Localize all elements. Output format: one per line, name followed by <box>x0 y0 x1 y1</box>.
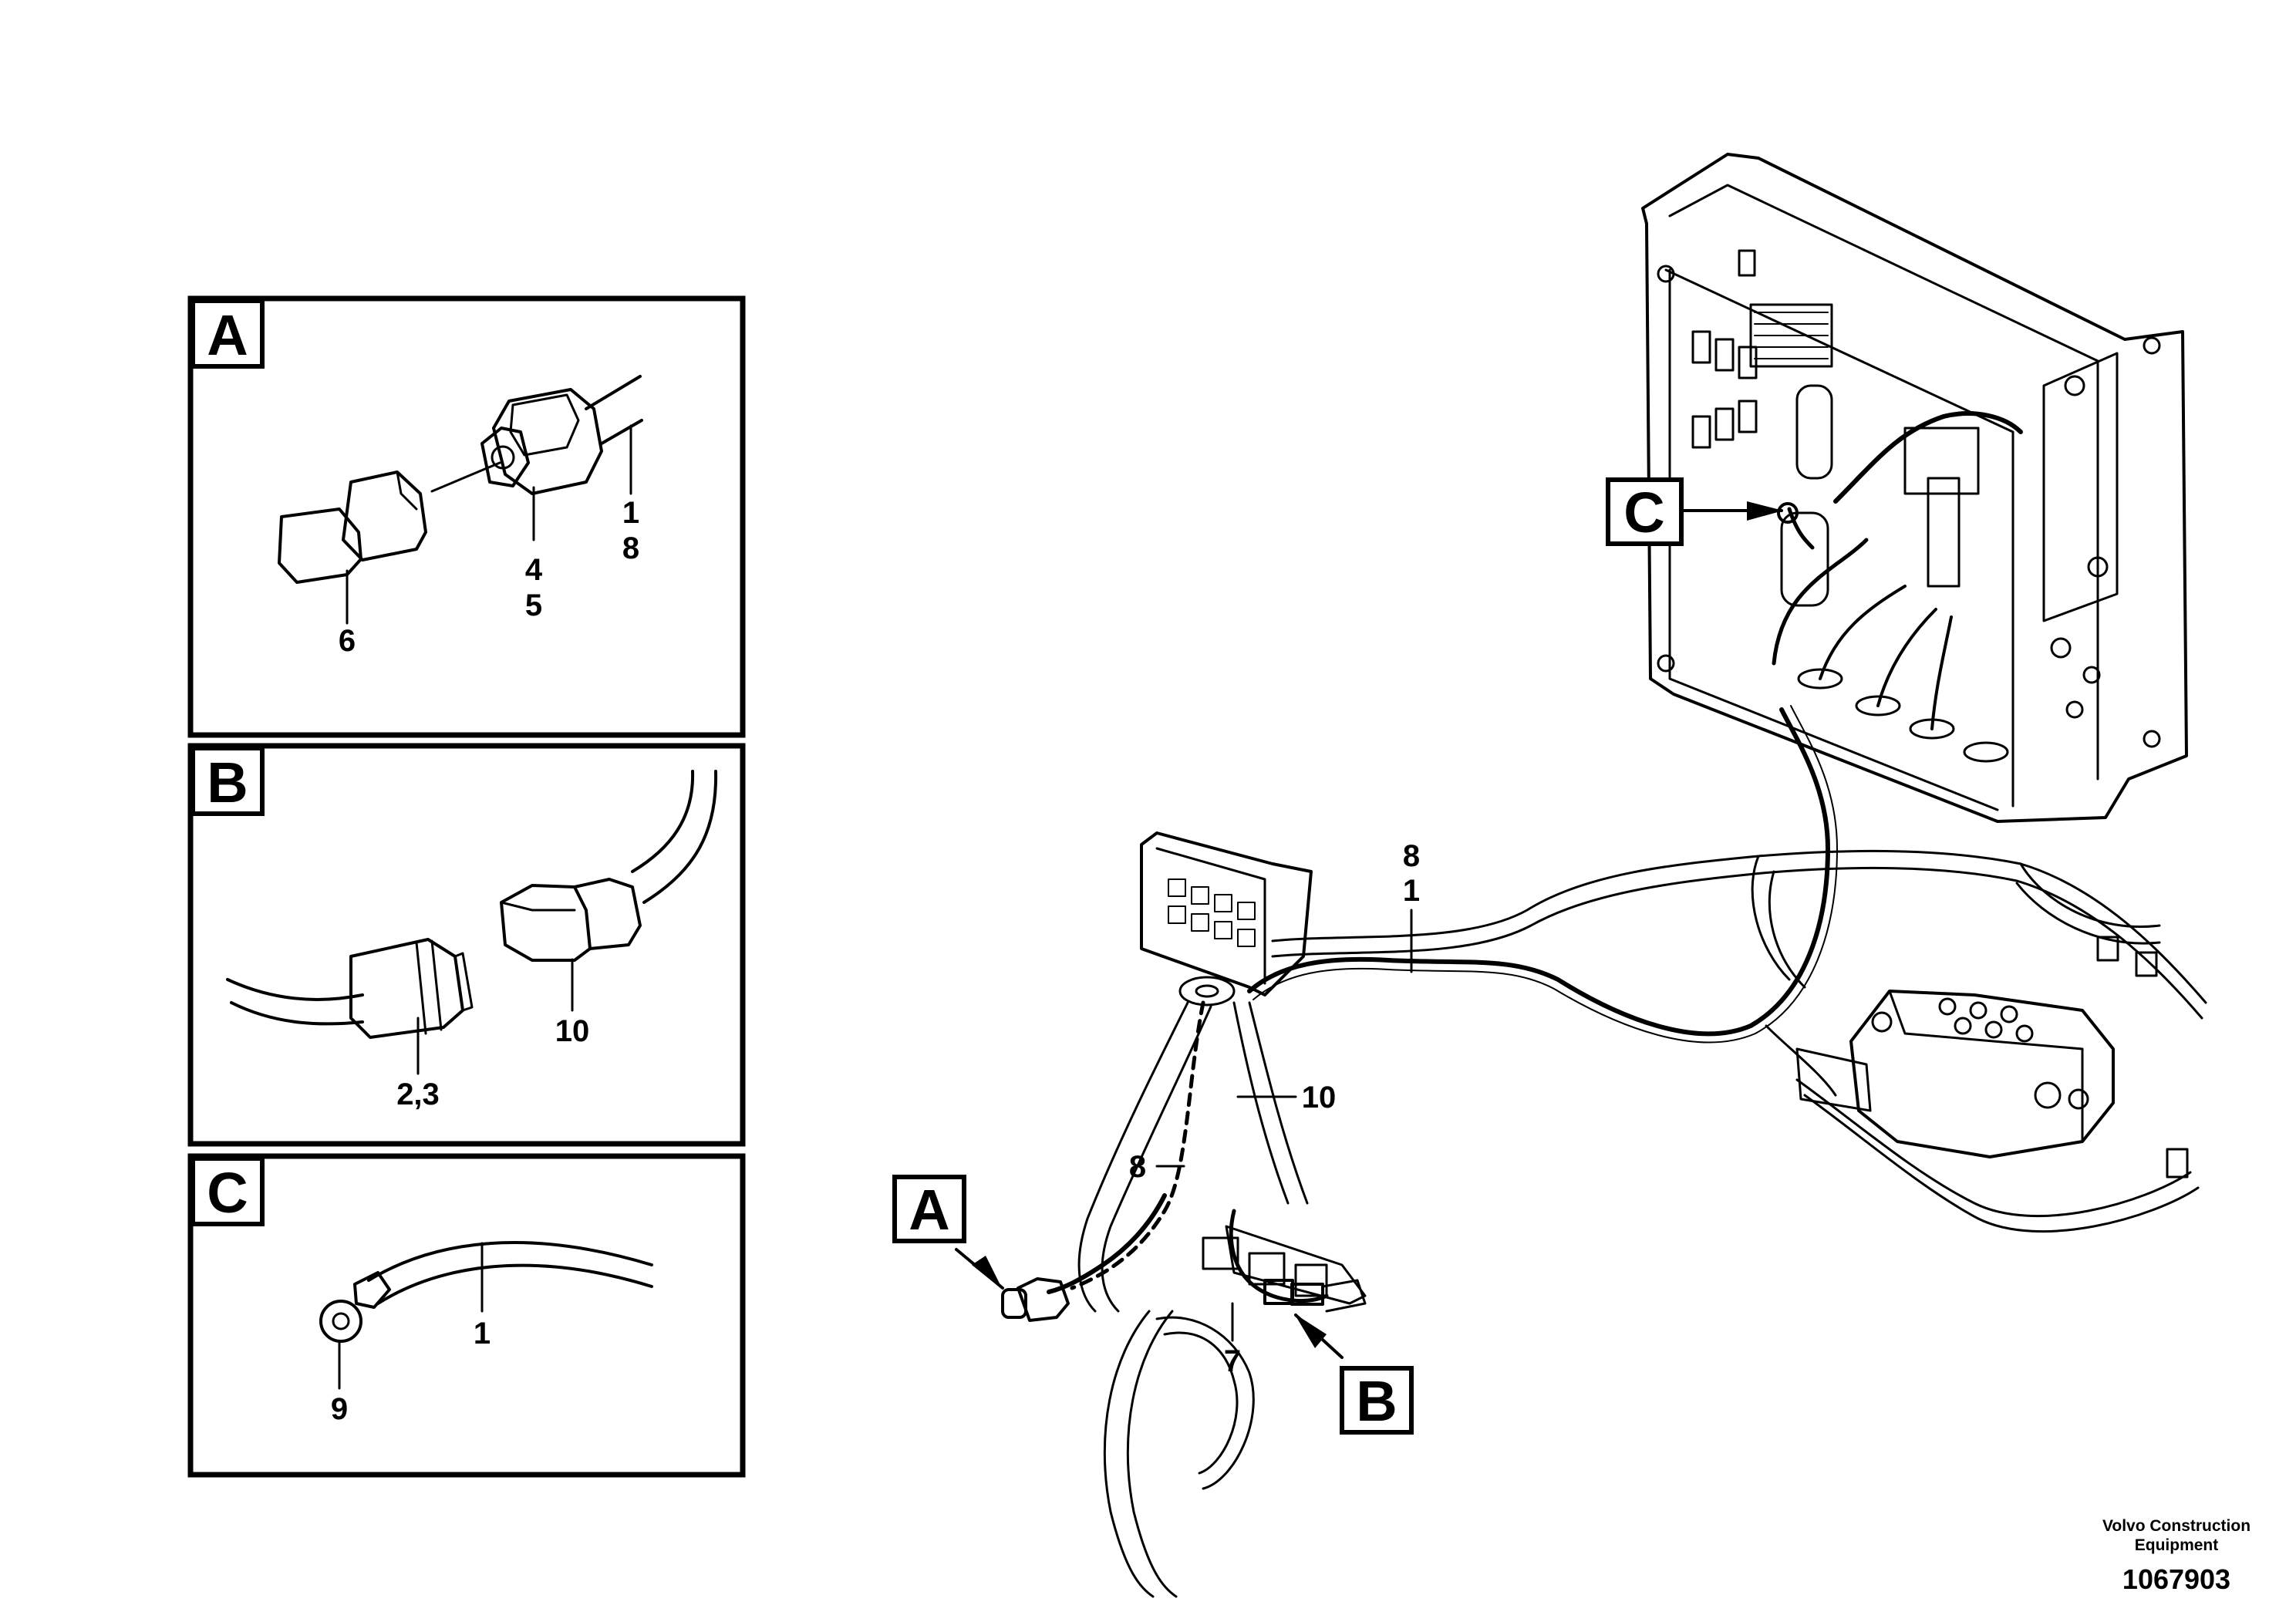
detail-c-frame <box>187 1153 746 1478</box>
detail-a-frame <box>187 295 746 738</box>
callout-main-1: 1 <box>1403 874 1420 908</box>
callout-b-2-3: 2,3 <box>396 1077 440 1111</box>
detail-b-frame <box>187 743 746 1147</box>
detail-a-plug-connector <box>278 470 427 584</box>
marker-a: A <box>892 1175 1004 1290</box>
detail-panel-a: A 1 8 4 5 6 <box>187 295 746 738</box>
callout-main-10: 10 <box>1302 1081 1337 1114</box>
callout-c-1: 1 <box>474 1317 491 1351</box>
relay-box <box>1140 831 1313 1007</box>
detail-b-left-connector <box>349 938 474 1039</box>
callout-a-8: 8 <box>622 531 639 565</box>
detail-a-socket-connector <box>480 388 603 495</box>
detail-c-crimp <box>353 1271 391 1309</box>
main-connector-b <box>1263 1279 1367 1313</box>
valve-connector-3 <box>2166 1148 2189 1179</box>
detail-c-tag: C <box>207 1161 248 1225</box>
marker-a-label: A <box>909 1178 949 1242</box>
callout-a-4: 4 <box>525 553 543 587</box>
detail-c-tag-box <box>190 1156 265 1226</box>
valve-connector-1 <box>2096 936 2119 962</box>
detail-a-alignment-line <box>430 461 501 493</box>
cable-7-route <box>1229 1209 1329 1303</box>
main-view: 8 1 10 8 7 A B C <box>892 153 2207 1598</box>
marker-b: B <box>1294 1313 1414 1435</box>
electrical-box <box>1641 153 2188 823</box>
valve-block <box>1795 990 2115 1158</box>
callout-main-8-lower: 8 <box>1129 1150 1146 1184</box>
cable-8-route <box>1247 707 1830 1037</box>
drawing-number: 1067903 <box>2122 1563 2230 1595</box>
company-name-line1: Volvo Construction <box>2102 1517 2250 1535</box>
detail-a-cable <box>585 375 643 445</box>
cable-8-hidden-section <box>1070 1000 1205 1290</box>
cable-8-to-connector-a <box>1047 1193 1167 1294</box>
cable-8-outline <box>1253 705 1838 1044</box>
main-connector-a <box>1001 1277 1070 1322</box>
detail-panel-b: B 10 2,3 <box>187 743 746 1147</box>
callout-a-1: 1 <box>622 496 639 530</box>
detail-b-tag: B <box>207 750 248 814</box>
main-harness <box>1077 849 2207 1598</box>
footer: Volvo Construction Equipment 1067903 <box>2102 1517 2250 1595</box>
detail-b-cable-left <box>226 978 364 1026</box>
detail-b-tag-box <box>190 746 265 816</box>
detail-b-right-connector <box>500 878 642 962</box>
valve-connector-2 <box>2135 951 2158 977</box>
detail-b-cable-right <box>631 770 718 904</box>
callout-a-5: 5 <box>525 588 542 622</box>
callout-main-7: 7 <box>1224 1344 1241 1378</box>
main-ground-terminal-c <box>1777 502 1815 550</box>
marker-b-label: B <box>1356 1369 1397 1433</box>
marker-c: C <box>1606 477 1783 546</box>
detail-a-tag: A <box>207 303 248 367</box>
callout-main-8: 8 <box>1403 839 1420 873</box>
callout-c-9: 9 <box>331 1392 348 1426</box>
detail-c-ring-terminal <box>319 1300 362 1343</box>
detail-c-wire <box>367 1241 653 1305</box>
marker-c-label: C <box>1623 481 1664 545</box>
company-name-line2: Equipment <box>2135 1536 2219 1554</box>
detail-panel-c: C 1 9 <box>187 1153 746 1478</box>
callout-a-6: 6 <box>339 624 356 658</box>
callout-b-10: 10 <box>555 1014 590 1048</box>
detail-a-tag-box <box>190 298 265 369</box>
